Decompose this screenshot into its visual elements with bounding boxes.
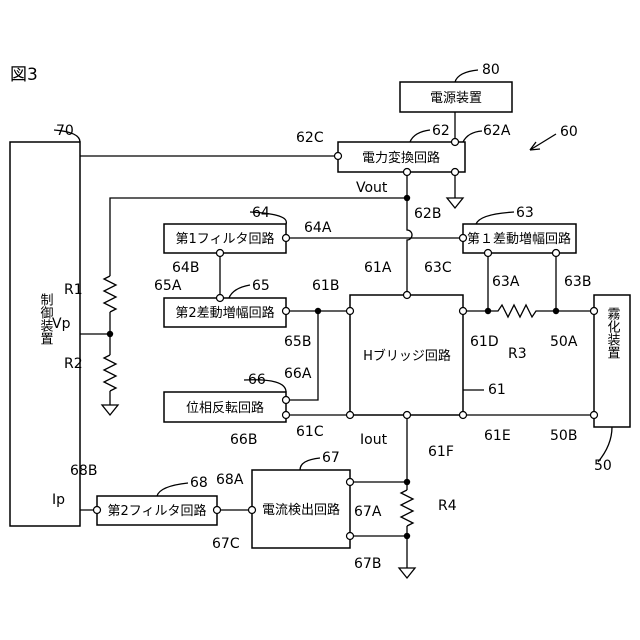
ref-62a: 62A bbox=[483, 123, 511, 139]
filter1-block: 第1フィルタ回路 bbox=[164, 224, 286, 253]
ref-62: 62 bbox=[432, 123, 450, 139]
ref-63b: 63B bbox=[564, 274, 591, 290]
figure-title: 図3 bbox=[10, 65, 38, 85]
ref-60-arrow bbox=[530, 134, 556, 150]
ref-60: 60 bbox=[560, 124, 578, 140]
ref-63: 63 bbox=[516, 205, 534, 221]
ref-65b: 65B bbox=[284, 334, 311, 350]
h-bridge-label: Hブリッジ回路 bbox=[363, 348, 451, 364]
filter1-label: 第1フィルタ回路 bbox=[175, 231, 274, 247]
phase-inverter-label: 位相反転回路 bbox=[186, 400, 264, 416]
signal-vp: Vp bbox=[52, 316, 71, 332]
signal-vout: Vout bbox=[356, 180, 388, 196]
ref-61: 61 bbox=[488, 382, 506, 398]
ref-70: 70 bbox=[56, 123, 74, 139]
ref-66a: 66A bbox=[284, 366, 312, 382]
diff-amp2-block: 第2差動増幅回路 bbox=[164, 298, 286, 327]
diff-amp2-label: 第2差動増幅回路 bbox=[175, 305, 274, 321]
ref-63c: 63C bbox=[424, 260, 452, 276]
ref-50a: 50A bbox=[550, 334, 578, 350]
ref-r3: R3 bbox=[508, 346, 527, 362]
h-bridge-block: Hブリッジ回路 bbox=[350, 295, 463, 415]
atomizer-block: 霧化装置 bbox=[594, 295, 630, 427]
ref-61d: 61D bbox=[470, 334, 499, 350]
ref-66: 66 bbox=[248, 372, 266, 388]
ref-67b: 67B bbox=[354, 556, 381, 572]
signal-iout: Iout bbox=[360, 432, 388, 448]
filter2-block: 第2フィルタ回路 bbox=[97, 496, 217, 525]
current-detector-block: 電流検出回路 bbox=[252, 470, 350, 548]
ref-61c: 61C bbox=[296, 424, 324, 440]
power-supply-label: 電源装置 bbox=[430, 91, 482, 106]
ref-68a: 68A bbox=[216, 472, 244, 488]
ref-80: 80 bbox=[482, 62, 500, 78]
ref-65a: 65A bbox=[154, 278, 182, 294]
diff-amp1-label: 第１差動増幅回路 bbox=[467, 231, 571, 247]
ref-64: 64 bbox=[252, 205, 270, 221]
current-detector-label: 電流検出回路 bbox=[262, 502, 340, 518]
phase-inverter-block: 位相反転回路 bbox=[164, 392, 286, 422]
ref-65: 65 bbox=[252, 278, 270, 294]
ref-61f: 61F bbox=[428, 444, 454, 460]
filter2-label: 第2フィルタ回路 bbox=[107, 503, 206, 519]
ref-61b: 61B bbox=[312, 278, 339, 294]
ref-r4: R4 bbox=[438, 498, 457, 514]
ref-67: 67 bbox=[322, 450, 340, 466]
ref-50b: 50B bbox=[550, 428, 577, 444]
ref-62c: 62C bbox=[296, 130, 324, 146]
ref-r1: R1 bbox=[64, 282, 83, 298]
ref-64b: 64B bbox=[172, 260, 199, 276]
ref-61e: 61E bbox=[484, 428, 511, 444]
ref-67c: 67C bbox=[212, 536, 240, 552]
ref-61a: 61A bbox=[364, 260, 392, 276]
diff-amp1-block: 第１差動増幅回路 bbox=[463, 224, 576, 253]
signal-ip: Ip bbox=[52, 492, 65, 508]
ref-62b: 62B bbox=[414, 206, 441, 222]
power-converter-label: 電力変換回路 bbox=[362, 150, 440, 166]
ref-50: 50 bbox=[594, 458, 612, 474]
controller-label: 制御装置 bbox=[38, 293, 54, 345]
ref-68b: 68B bbox=[70, 463, 97, 479]
ref-63a: 63A bbox=[492, 274, 520, 290]
ref-64a: 64A bbox=[304, 220, 332, 236]
ref-r2: R2 bbox=[64, 356, 83, 372]
power-converter-block: 電力変換回路 bbox=[338, 142, 465, 172]
ref-66b: 66B bbox=[230, 432, 257, 448]
ref-68: 68 bbox=[190, 475, 208, 491]
ref-67a: 67A bbox=[354, 504, 382, 520]
atomizer-label: 霧化装置 bbox=[605, 307, 621, 359]
power-supply-block: 電源装置 bbox=[400, 82, 512, 112]
